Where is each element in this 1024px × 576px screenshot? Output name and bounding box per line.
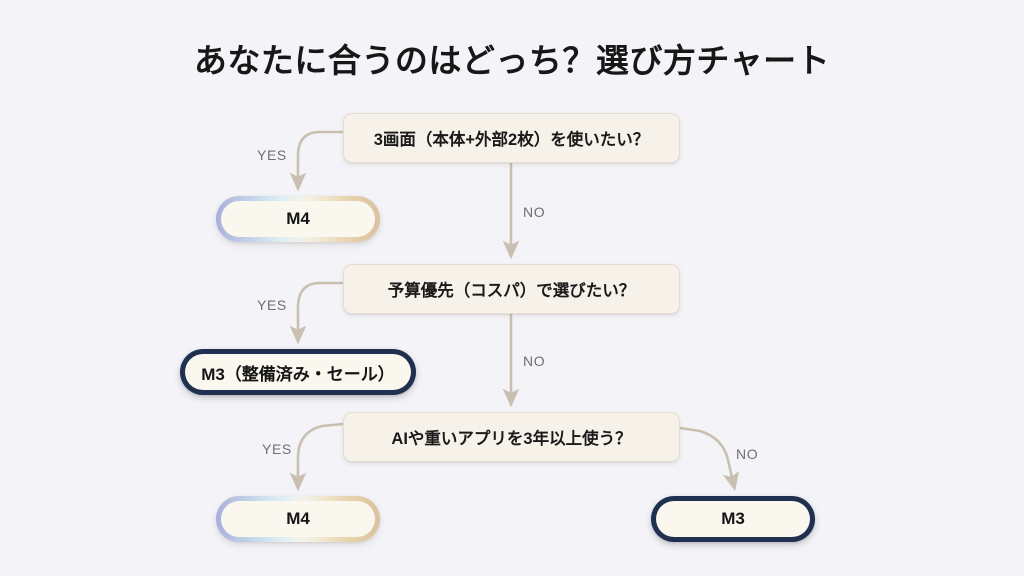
terminal-pill-inner: M4 [221,201,375,237]
edge-label-q1-yes: YES [257,147,287,163]
terminal-pill-inner: M3（整備済み・セール） [185,354,411,390]
terminal-label: M4 [286,209,310,228]
decision-node-budget[interactable]: 予算優先（コスパ）で選びたい？ [343,264,680,314]
edge-label-q2-yes: YES [257,297,287,313]
edge-q3-no [678,426,740,492]
terminal-node-m4-top[interactable]: M4 [216,196,380,242]
terminal-label: M4 [286,509,310,528]
terminal-node-m3-refurbished[interactable]: M3（整備済み・セール） [180,349,416,395]
page-title: あなたに合うのはどっち？選び方チャート [193,42,831,79]
terminal-node-m4-bottom[interactable]: M4 [216,496,380,542]
decision-node-workload[interactable]: AIや重いアプリを3年以上使う？ [343,412,680,462]
decision-node-screens[interactable]: 3画面（本体+外部2枚）を使いたい？ [343,113,680,163]
edge-label-q3-no: NO [736,446,759,462]
edge-q3-yes [289,422,345,492]
terminal-label: M3 [721,509,745,528]
edge-q2-yes [289,281,345,345]
edge-label-q2-no: NO [523,353,546,369]
edge-label-q1-no: NO [523,204,546,220]
terminal-node-m3-bottom[interactable]: M3 [651,496,815,542]
terminal-pill-inner: M4 [221,501,375,537]
terminal-pill-inner: M3 [656,501,810,537]
edge-q1-yes [289,130,345,192]
terminal-label: M3（整備済み・セール） [201,364,395,384]
edge-label-q3-yes: YES [262,441,292,457]
